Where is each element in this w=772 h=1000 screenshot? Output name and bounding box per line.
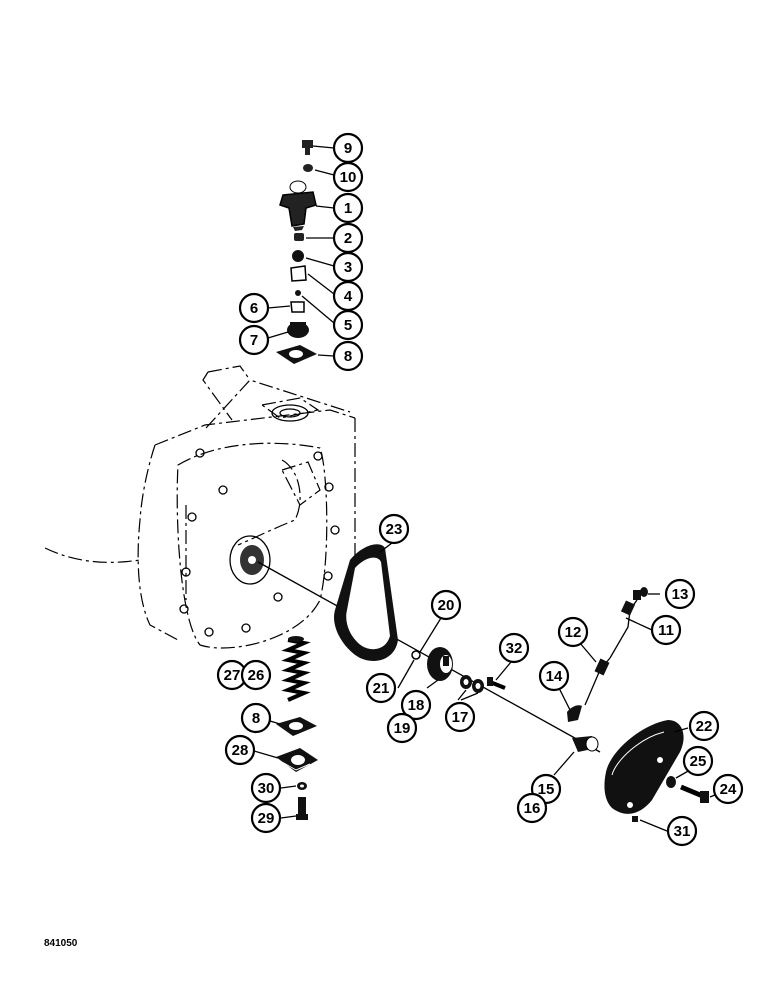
svg-text:20: 20 bbox=[438, 597, 455, 614]
svg-text:25: 25 bbox=[690, 753, 707, 770]
callout-32: 32 bbox=[498, 632, 530, 664]
svg-text:2: 2 bbox=[344, 230, 352, 247]
cover bbox=[604, 720, 684, 814]
callout-5: 5 bbox=[332, 309, 364, 341]
callout-8-bottom: 8 bbox=[240, 702, 272, 734]
svg-text:24: 24 bbox=[720, 781, 737, 798]
svg-text:31: 31 bbox=[674, 823, 691, 840]
svg-text:7: 7 bbox=[250, 332, 258, 349]
callout-3: 3 bbox=[332, 251, 364, 283]
svg-text:21: 21 bbox=[373, 680, 390, 697]
callout-14: 14 bbox=[538, 660, 570, 692]
svg-text:8: 8 bbox=[344, 348, 352, 365]
callout-29: 29 bbox=[250, 802, 282, 834]
callout-9: 9 bbox=[332, 132, 364, 164]
svg-text:8: 8 bbox=[252, 710, 260, 727]
svg-text:26: 26 bbox=[248, 667, 265, 684]
callout-2: 2 bbox=[332, 222, 364, 254]
svg-text:29: 29 bbox=[258, 810, 275, 827]
svg-text:14: 14 bbox=[546, 668, 563, 685]
callout-10: 10 bbox=[332, 161, 364, 193]
svg-text:12: 12 bbox=[565, 624, 582, 641]
figure-code: 841050 bbox=[44, 938, 78, 949]
svg-text:15: 15 bbox=[538, 781, 555, 798]
callout-17: 17 bbox=[444, 701, 476, 733]
callout-21: 21 bbox=[365, 672, 397, 704]
svg-text:19: 19 bbox=[394, 720, 411, 737]
callout-11: 11 bbox=[650, 614, 682, 646]
callout-1: 1 bbox=[332, 192, 364, 224]
drive-coupler bbox=[427, 647, 453, 681]
callout-13: 13 bbox=[664, 578, 696, 610]
callout-31: 31 bbox=[666, 815, 698, 847]
housing-outline bbox=[44, 365, 356, 649]
svg-text:22: 22 bbox=[696, 718, 713, 735]
svg-text:3: 3 bbox=[344, 259, 352, 276]
svg-text:32: 32 bbox=[506, 640, 523, 657]
svg-text:18: 18 bbox=[408, 697, 425, 714]
callout-20: 20 bbox=[430, 589, 462, 621]
callout-6: 6 bbox=[238, 292, 270, 324]
svg-text:13: 13 bbox=[672, 586, 689, 603]
callout-4: 4 bbox=[332, 280, 364, 312]
svg-text:9: 9 bbox=[344, 140, 352, 157]
svg-text:28: 28 bbox=[232, 742, 249, 759]
svg-text:6: 6 bbox=[250, 300, 258, 317]
callout-8-top: 8 bbox=[332, 340, 364, 372]
callout-28: 28 bbox=[224, 734, 256, 766]
svg-text:17: 17 bbox=[452, 709, 469, 726]
svg-text:27: 27 bbox=[224, 667, 241, 684]
callout-22: 22 bbox=[688, 710, 720, 742]
callout-25: 25 bbox=[682, 745, 714, 777]
svg-text:1: 1 bbox=[344, 200, 352, 217]
callout-24: 24 bbox=[712, 773, 744, 805]
svg-text:4: 4 bbox=[344, 288, 353, 305]
valve-assembly bbox=[276, 140, 317, 364]
tube-assembly bbox=[584, 587, 648, 706]
gasket bbox=[334, 544, 398, 661]
housing-bolt-holes bbox=[179, 448, 340, 637]
callout-18: 18 bbox=[400, 689, 432, 721]
callout-19: 19 bbox=[386, 712, 418, 744]
shaft-flange bbox=[229, 535, 271, 585]
callout-16: 16 bbox=[516, 792, 548, 824]
spring bbox=[281, 636, 311, 702]
callout-26: 26 bbox=[240, 659, 272, 691]
svg-text:30: 30 bbox=[258, 780, 275, 797]
callout-12: 12 bbox=[557, 616, 589, 648]
callout-23: 23 bbox=[378, 513, 410, 545]
svg-text:23: 23 bbox=[386, 521, 403, 538]
callout-7: 7 bbox=[238, 324, 270, 356]
svg-text:11: 11 bbox=[658, 622, 674, 639]
svg-text:16: 16 bbox=[524, 800, 541, 817]
callout-27: 27 bbox=[216, 659, 248, 691]
svg-text:10: 10 bbox=[340, 169, 357, 186]
callout-30: 30 bbox=[250, 772, 282, 804]
leader-lines bbox=[253, 145, 733, 832]
plate bbox=[276, 748, 318, 772]
svg-text:5: 5 bbox=[344, 317, 352, 334]
